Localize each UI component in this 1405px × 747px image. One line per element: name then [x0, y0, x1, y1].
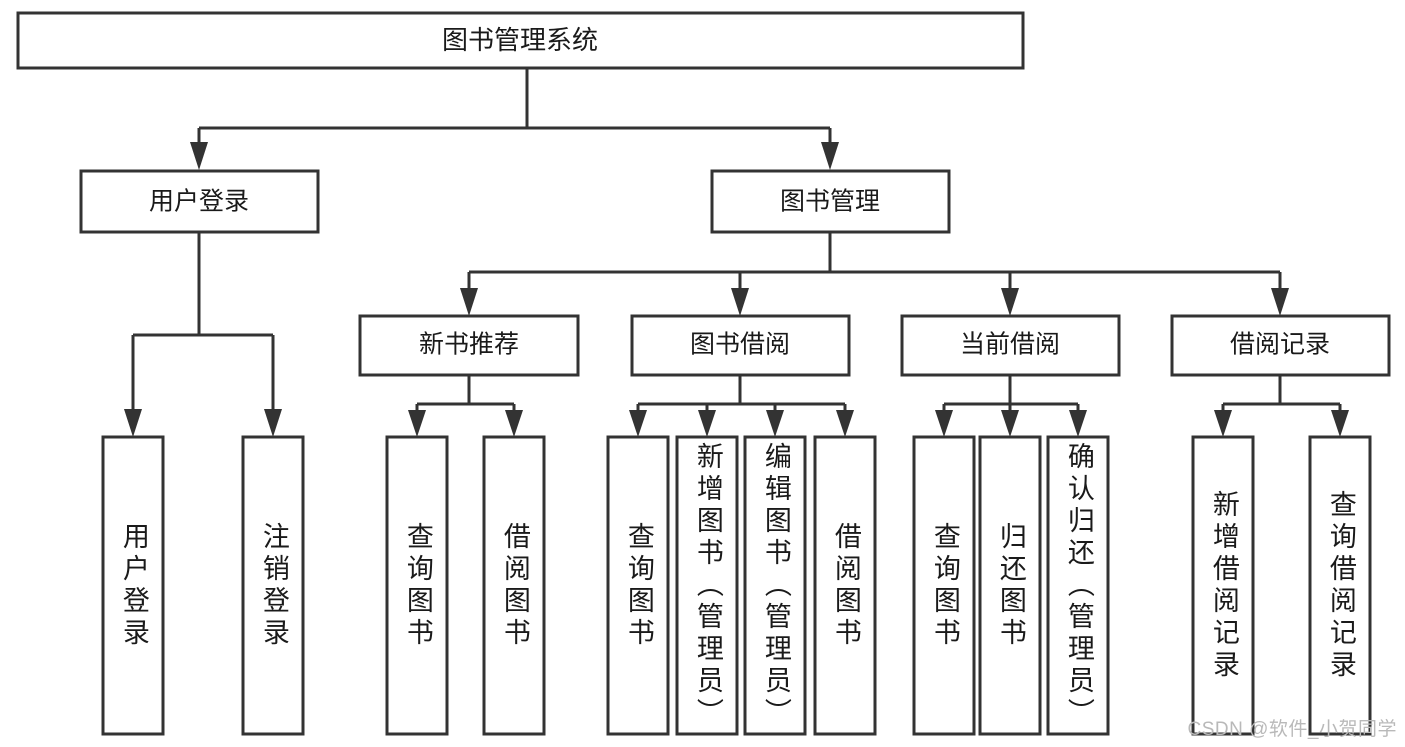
node-current-borrow-label: 当前借阅 [960, 331, 1060, 359]
node-leaf-user-login-box[interactable] [101, 435, 165, 736]
arrow-head-leaf-query-book-2 [629, 410, 647, 437]
connector-layer [124, 68, 1349, 437]
arrow-head-leaf-user-logout [264, 409, 282, 437]
arrow-head-leaf-query-record [1331, 410, 1349, 437]
arrow-head-leaf-query-book-3 [935, 410, 953, 437]
node-leaf-user-logout-box[interactable] [241, 435, 305, 736]
node-borrow-record[interactable]: 借阅记录 [1170, 314, 1391, 377]
leaf-box-layer [101, 435, 1372, 736]
node-leaf-query-book-1-box[interactable] [385, 435, 449, 736]
arrow-head-user-login [190, 142, 208, 170]
node-new-book-rec-label: 新书推荐 [419, 331, 519, 359]
arrow-head-leaf-borrow-book-1 [505, 410, 523, 437]
node-book-borrow-box[interactable] [630, 314, 851, 377]
node-book-manage-label: 图书管理 [780, 188, 880, 216]
arrow-head-leaf-add-record [1214, 410, 1232, 437]
node-new-book-rec-box[interactable] [358, 314, 580, 377]
node-leaf-add-record-box[interactable] [1191, 435, 1255, 736]
node-leaf-query-record-box[interactable] [1308, 435, 1372, 736]
arrow-head-book-manage [821, 142, 839, 170]
node-root[interactable]: 图书管理系统 [16, 11, 1025, 70]
node-leaf-borrow-book-1-box[interactable] [482, 435, 546, 736]
arrow-head-leaf-add-book [698, 410, 716, 437]
arrow-head-leaf-query-book-1 [408, 410, 426, 437]
node-leaf-confirm-return-box[interactable] [1046, 435, 1110, 736]
node-current-borrow-box[interactable] [900, 314, 1121, 377]
node-book-manage-box[interactable] [710, 169, 951, 234]
node-root-label: 图书管理系统 [442, 25, 598, 55]
arrow-head-current-borrow [1001, 288, 1019, 316]
arrow-head-leaf-edit-book [766, 410, 784, 437]
arrow-head-leaf-confirm-return [1069, 410, 1087, 437]
node-book-borrow-label: 图书借阅 [690, 331, 790, 359]
node-borrow-record-box[interactable] [1170, 314, 1391, 377]
node-leaf-query-book-3-box[interactable] [912, 435, 976, 736]
node-leaf-borrow-book-2-box[interactable] [813, 435, 877, 736]
arrow-head-leaf-user-login [124, 409, 142, 437]
node-book-manage[interactable]: 图书管理 [710, 169, 951, 234]
node-root-box[interactable] [16, 11, 1025, 70]
node-book-borrow[interactable]: 图书借阅 [630, 314, 851, 377]
node-leaf-add-book-box[interactable] [675, 435, 739, 736]
node-leaf-edit-book-box[interactable] [743, 435, 807, 736]
node-leaf-query-book-2-box[interactable] [606, 435, 670, 736]
node-leaf-return-book-box[interactable] [978, 435, 1042, 736]
node-new-book-rec[interactable]: 新书推荐 [358, 314, 580, 377]
arrow-head-leaf-return-book [1001, 410, 1019, 437]
arrow-head-new-book-rec [460, 288, 478, 316]
arrow-head-leaf-borrow-book-2 [836, 410, 854, 437]
arrow-head-borrow-record [1271, 288, 1289, 316]
node-user-login-label: 用户登录 [149, 188, 249, 216]
node-user-login[interactable]: 用户登录 [79, 169, 320, 234]
node-borrow-record-label: 借阅记录 [1230, 331, 1330, 359]
node-current-borrow[interactable]: 当前借阅 [900, 314, 1121, 377]
node-user-login-box[interactable] [79, 169, 320, 234]
arrow-head-book-borrow [731, 288, 749, 316]
